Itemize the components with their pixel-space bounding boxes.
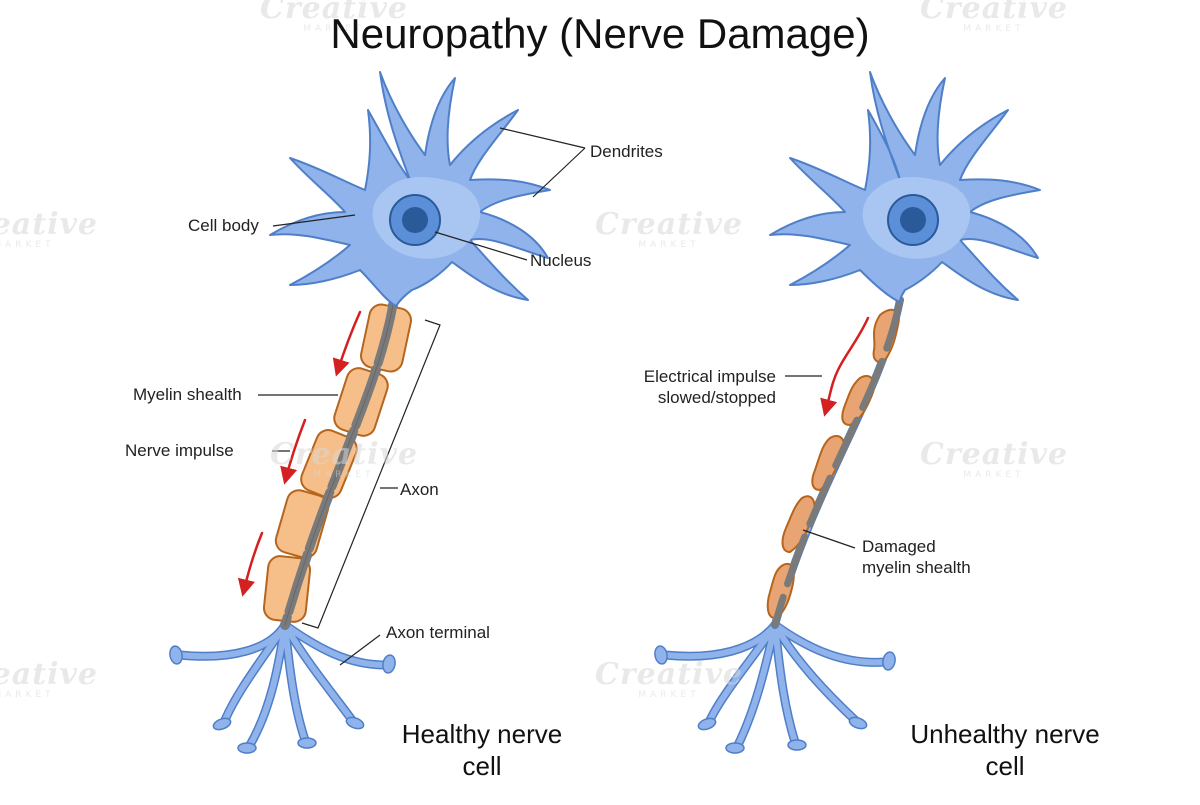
label-electrical-impulse-line2: slowed/stopped bbox=[657, 388, 776, 407]
healthy-impulse-arrows bbox=[237, 310, 362, 597]
label-nerve-impulse: Nerve impulse bbox=[125, 441, 234, 460]
healthy-axon-terminals bbox=[169, 620, 396, 754]
unhealthy-leader-lines bbox=[785, 375, 856, 549]
label-dendrites: Dendrites bbox=[590, 142, 663, 161]
label-axon: Axon bbox=[400, 480, 439, 499]
label-nucleus: Nucleus bbox=[530, 251, 592, 270]
label-axon-terminal: Axon terminal bbox=[386, 623, 490, 642]
unhealthy-axon-terminals bbox=[654, 620, 896, 754]
healthy-caption: Healthy nerve cell bbox=[352, 718, 612, 782]
label-damaged-myelin-line1: Damaged bbox=[862, 537, 936, 556]
unhealthy-cell-body bbox=[769, 71, 1041, 303]
unhealthy-neuron bbox=[654, 71, 1041, 754]
page-title: Neuropathy (Nerve Damage) bbox=[330, 10, 870, 57]
label-damaged-myelin-line2: myelin shealth bbox=[862, 558, 971, 577]
unhealthy-caption: Unhealthy nerve cell bbox=[875, 718, 1135, 782]
label-myelin-sheath: Myelin shealth bbox=[133, 385, 242, 404]
healthy-caption-line1: Healthy nerve bbox=[401, 719, 563, 749]
healthy-neuron bbox=[169, 71, 586, 754]
label-cell-body: Cell body bbox=[188, 216, 259, 235]
label-electrical-impulse-line1: Electrical impulse bbox=[643, 367, 776, 386]
label-damaged-myelin: Damaged myelin shealth bbox=[862, 536, 971, 578]
label-electrical-impulse: Electrical impulse slowed/stopped bbox=[600, 366, 776, 408]
unhealthy-caption-line2: cell bbox=[985, 751, 1025, 781]
unhealthy-caption-line1: Unhealthy nerve bbox=[910, 719, 1100, 749]
healthy-leader-lines bbox=[258, 127, 586, 666]
healthy-cell-body bbox=[269, 71, 551, 307]
healthy-caption-line2: cell bbox=[462, 751, 502, 781]
unhealthy-impulse-arrow bbox=[820, 316, 870, 417]
